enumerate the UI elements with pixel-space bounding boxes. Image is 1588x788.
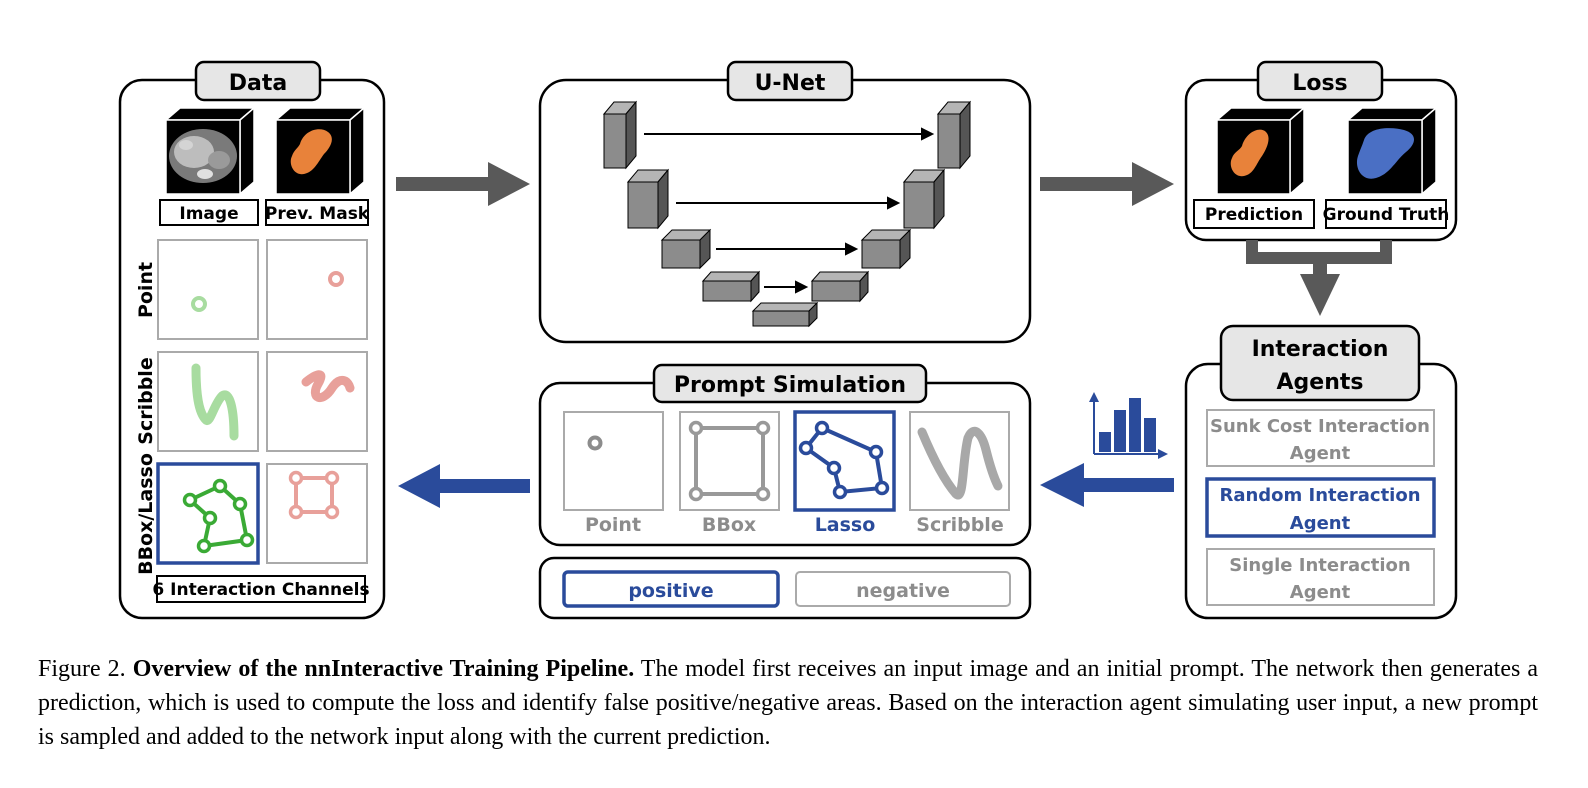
prompt-simulation-title: Prompt Simulation: [674, 373, 906, 398]
interaction-channels-label: 6 Interaction Channels: [152, 580, 369, 600]
prompt-point-label: Point: [585, 514, 641, 536]
row-label-bbox-lasso: BBox/Lasso: [135, 453, 157, 575]
polarity-negative: negative: [856, 580, 950, 602]
arrow-loss-to-agents: [1246, 240, 1392, 316]
arrow-prompt-to-data: [398, 464, 530, 508]
agent-random: Random Interaction Agent: [1205, 477, 1436, 538]
caption-figure-label: Figure 2.: [38, 656, 126, 682]
agents-title-line1: Interaction: [1252, 337, 1389, 362]
pipeline-figure: Data Image Prev. Mask Point Scribble BBo…: [118, 60, 1458, 620]
agent-sunk-cost: Sunk Cost Interaction Agent: [1206, 409, 1435, 467]
prompt-scribble: Scribble: [909, 411, 1010, 536]
loss-panel: Loss Prediction Ground Truth: [1184, 60, 1458, 242]
prompt-point: Point: [563, 411, 664, 536]
prompt-lasso-label: Lasso: [815, 514, 876, 536]
prompt-bbox: BBox: [679, 411, 780, 536]
agents-panel: Interaction Agents Sunk Cost Interaction…: [1184, 324, 1458, 620]
agent-single-line2: Agent: [1290, 582, 1351, 603]
skip-connections: [644, 127, 935, 294]
image-label: Image: [179, 204, 238, 224]
prompt-lasso: Lasso: [793, 410, 896, 536]
agent-single-line1: Single Interaction: [1229, 555, 1410, 576]
row-label-point: Point: [135, 262, 157, 318]
arrow-unet-to-loss: [1040, 162, 1174, 206]
prediction-label: Prediction: [1205, 205, 1303, 225]
figure-caption: Figure 2. Overview of the nnInteractive …: [38, 652, 1538, 754]
channel-point-positive: [157, 239, 259, 340]
row-label-scribble: Scribble: [135, 357, 157, 444]
histogram-icon: [1089, 392, 1168, 459]
ct-image-cube: [163, 106, 257, 196]
unet-architecture: [602, 100, 972, 328]
ground-truth-label: Ground Truth: [1323, 205, 1450, 225]
unet-panel-title: U-Net: [755, 71, 826, 96]
agent-sunk-cost-line1: Sunk Cost Interaction: [1210, 416, 1430, 437]
channel-point-negative: [266, 239, 368, 340]
arrow-data-to-unet: [396, 162, 530, 206]
loss-panel-title: Loss: [1292, 71, 1347, 96]
prediction-cube: [1214, 106, 1307, 196]
prev-mask-cube: [273, 106, 367, 196]
caption-text: The model first receives an input image …: [38, 656, 1538, 750]
agent-random-line2: Agent: [1290, 513, 1351, 534]
channel-scribble-positive: [157, 351, 259, 452]
prompt-simulation-panel: Prompt Simulation Point BBox Lasso: [538, 363, 1032, 547]
arrow-agents-to-prompt: [1040, 463, 1174, 507]
prev-mask-label: Prev. Mask: [265, 204, 370, 224]
agents-title-line2: Agents: [1277, 370, 1364, 395]
polarity-panel: positive negative: [538, 556, 1032, 620]
ground-truth-cube: [1345, 106, 1439, 196]
data-panel: Data Image Prev. Mask Point Scribble BBo…: [118, 60, 386, 620]
caption-bold-title: Overview of the nnInteractive Training P…: [132, 656, 635, 682]
agent-sunk-cost-line2: Agent: [1290, 443, 1351, 464]
data-panel-title: Data: [229, 71, 287, 96]
agent-random-line1: Random Interaction: [1219, 485, 1420, 506]
agent-single: Single Interaction Agent: [1206, 548, 1435, 606]
polarity-positive: positive: [628, 580, 713, 602]
prompt-scribble-label: Scribble: [916, 514, 1003, 536]
unet-panel: U-Net: [538, 60, 1032, 344]
prompt-bbox-label: BBox: [702, 514, 756, 536]
